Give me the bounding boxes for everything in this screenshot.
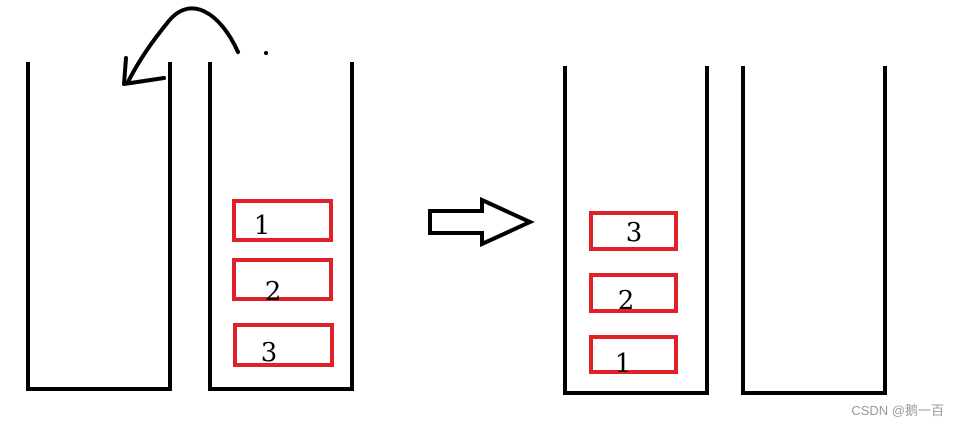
ink-dot xyxy=(264,51,268,55)
stack-item: 2 xyxy=(232,258,333,307)
stack-container-filled-left xyxy=(208,62,354,391)
stack-item-label: 2 xyxy=(265,277,282,307)
watermark: CSDN @鹅一百 xyxy=(851,403,944,418)
stack-item: 3 xyxy=(233,323,334,368)
stack-item-label: 3 xyxy=(261,338,278,368)
stack-container-empty-left xyxy=(26,62,172,391)
stack-container-empty-right xyxy=(741,66,887,395)
transition-arrow-icon xyxy=(428,196,535,248)
stack-item-label: 3 xyxy=(626,218,643,248)
curved-arrow-head-icon xyxy=(122,56,166,86)
stack-item: 3 xyxy=(589,211,678,251)
stack-item: 1 xyxy=(232,199,333,242)
stack-item-label: 2 xyxy=(618,286,635,316)
stack-item-label: 1 xyxy=(615,349,632,379)
stack-item-label: 1 xyxy=(254,211,271,241)
curved-transfer-arrow-icon xyxy=(126,6,240,84)
stack-container-filled-right xyxy=(563,66,709,395)
stack-item: 2 xyxy=(589,273,678,316)
stack-item: 1 xyxy=(589,335,678,379)
